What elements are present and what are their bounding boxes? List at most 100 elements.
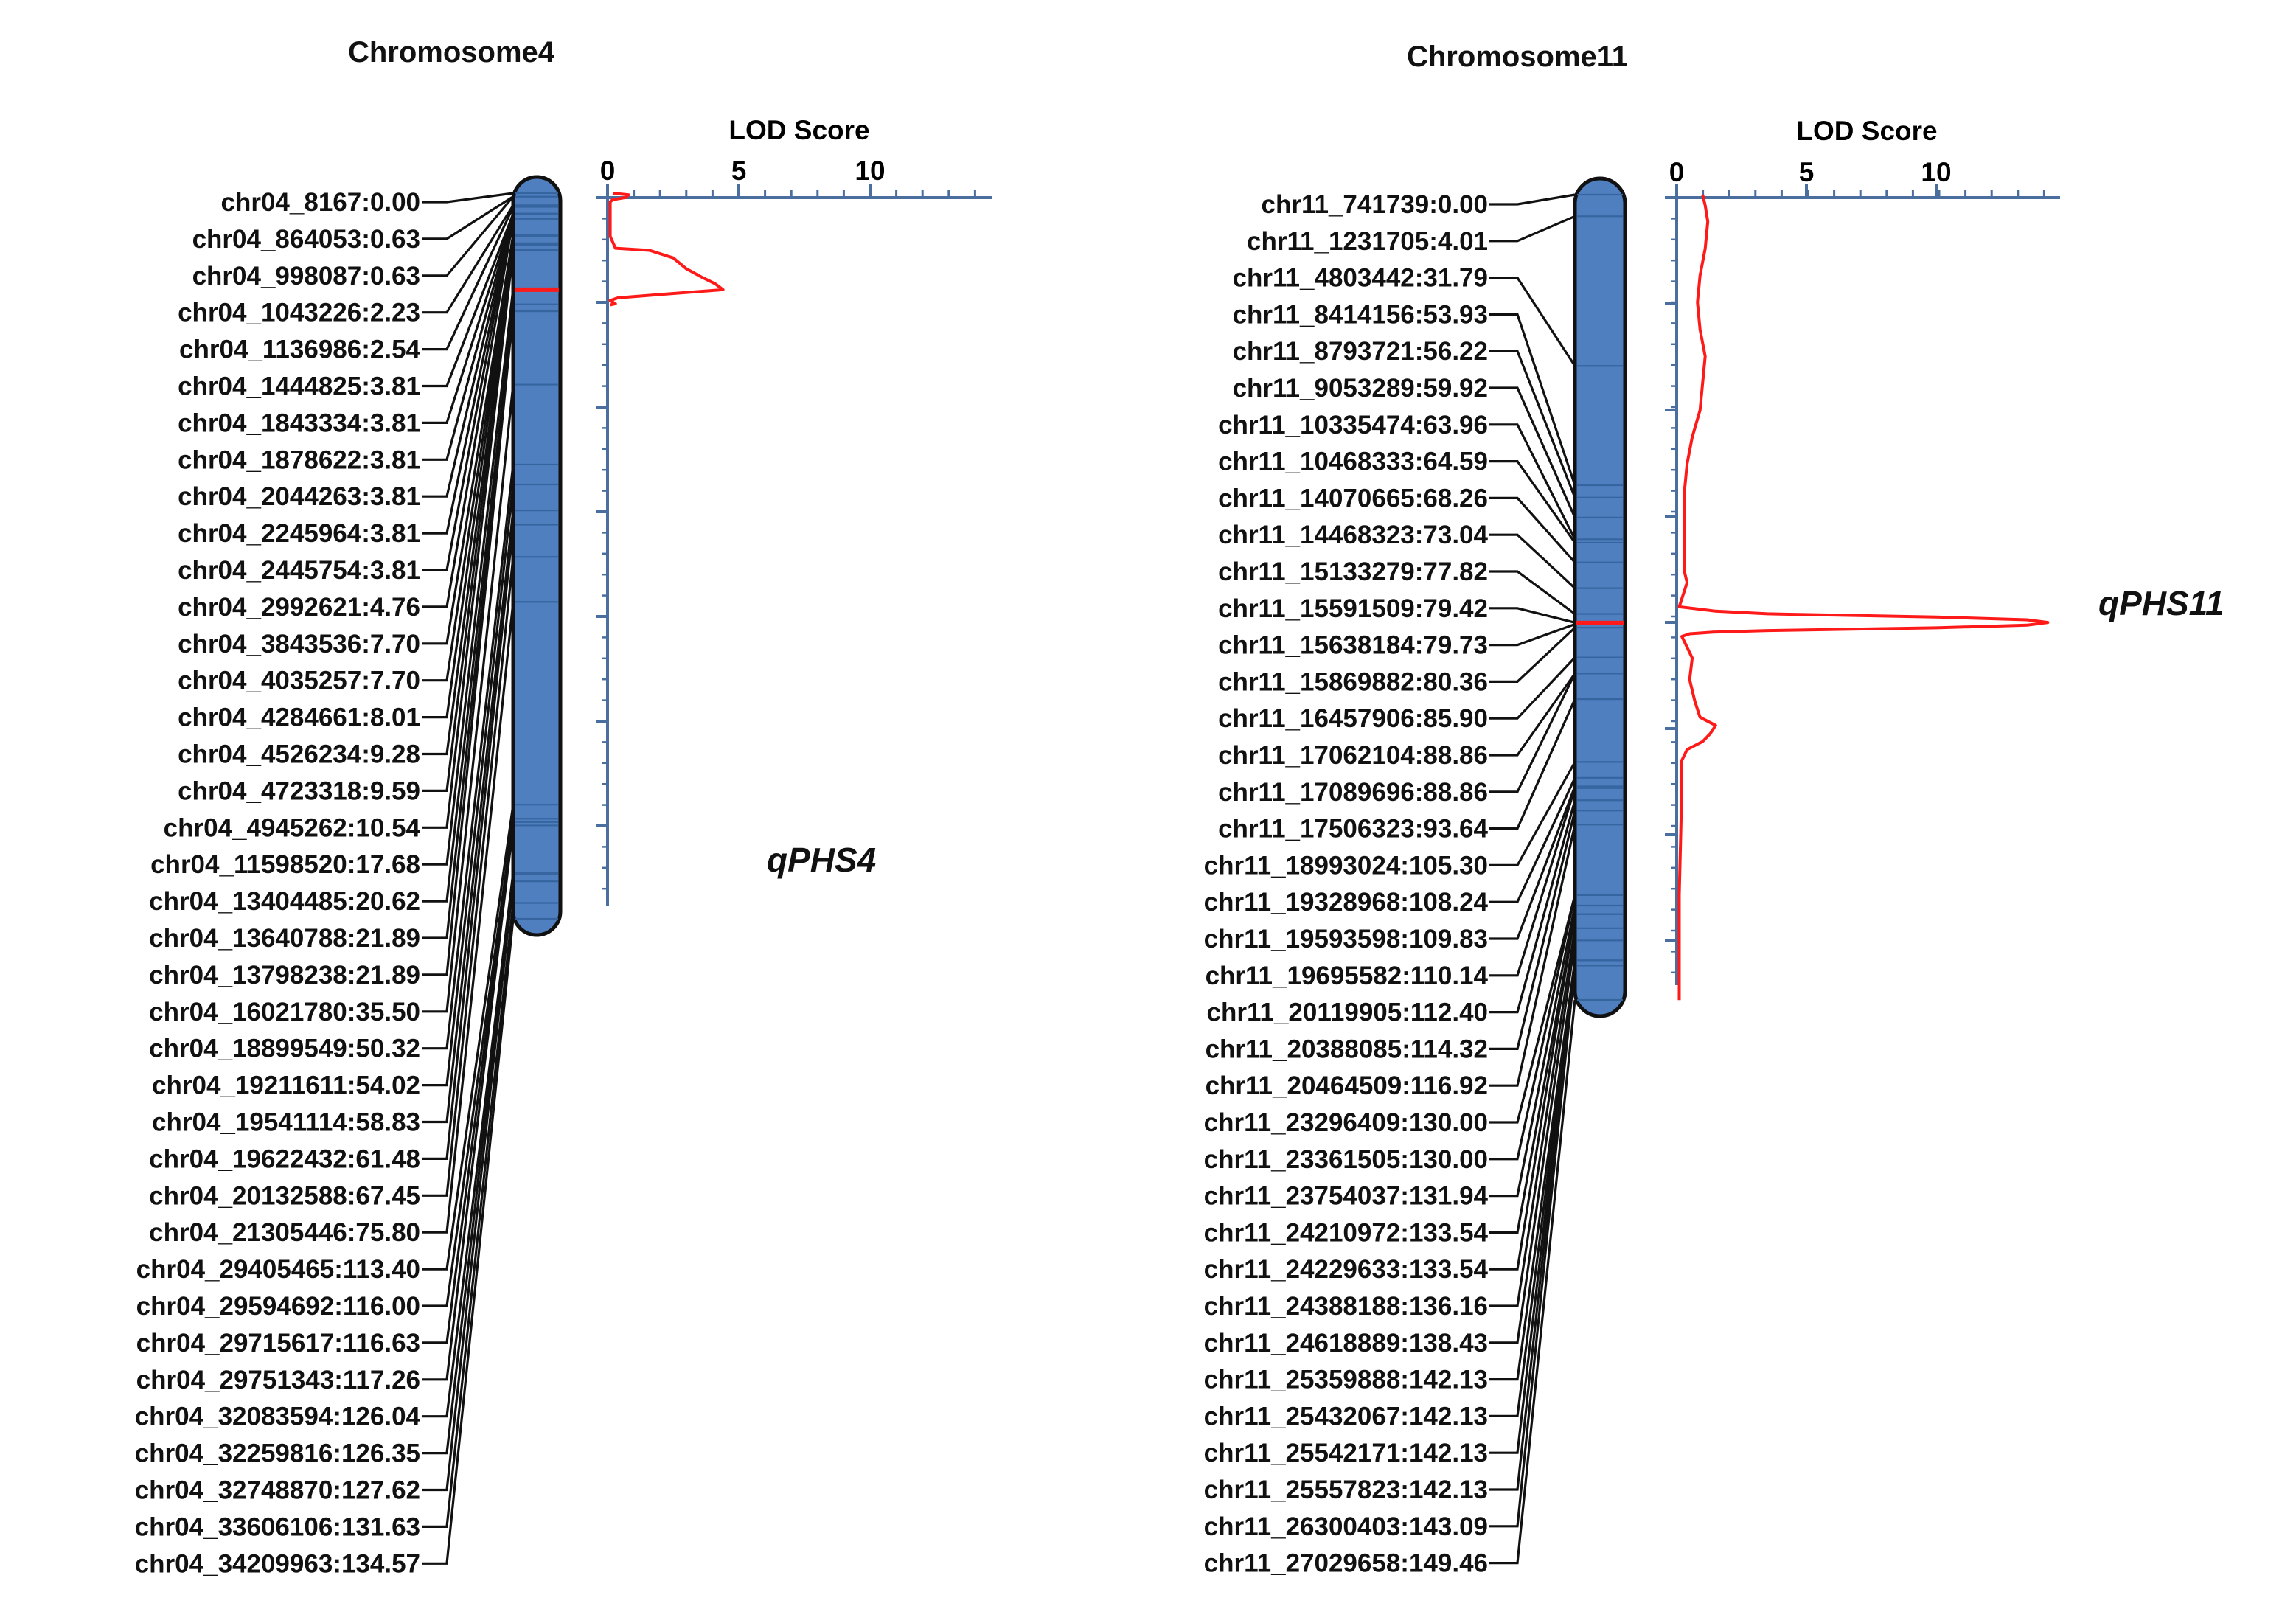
- marker-connector: [422, 310, 515, 976]
- marker-label: chr11_17506323:93.64: [1218, 815, 1488, 844]
- panel-chromosome11: Chromosome11 LOD Score 0 5 10 chr11_7417…: [1204, 41, 2224, 1578]
- marker-connector: [1489, 623, 1576, 647]
- marker-label: chr11_25359888:142.13: [1204, 1366, 1488, 1394]
- marker-label: chr04_16021780:35.50: [149, 998, 420, 1026]
- marker-connector: [1489, 914, 1576, 1271]
- lod-curve: [1677, 194, 2050, 1001]
- marker-label: chr11_25432067:142.13: [1204, 1402, 1488, 1431]
- marker-connector: [422, 213, 515, 461]
- marker-label: chr04_4526234:9.28: [178, 740, 420, 769]
- marker-connector: [1489, 277, 1576, 367]
- marker-label: chr11_18993024:105.30: [1204, 851, 1488, 880]
- marker-connector: [1489, 799, 1576, 1014]
- marker-label: chr11_23754037:131.94: [1204, 1182, 1489, 1211]
- marker-label: chr11_1231705:4.01: [1247, 227, 1488, 256]
- marker-label: chr04_2044263:3.81: [178, 482, 420, 511]
- marker-label: chr04_8167:0.00: [221, 188, 421, 217]
- marker-label: chr11_20388085:114.32: [1206, 1035, 1488, 1063]
- marker-label: chr11_24388188:136.16: [1204, 1292, 1488, 1321]
- chromosome11-lod-axis-title: LOD Score: [1796, 116, 1937, 146]
- marker-label: chr11_8414156:53.93: [1233, 300, 1488, 329]
- marker-label: chr04_32083594:126.04: [135, 1403, 421, 1431]
- marker-connector: [422, 195, 515, 277]
- marker-label: chr11_14468323:73.04: [1218, 521, 1488, 549]
- marker-connector: [422, 524, 515, 1161]
- marker-connector: [1489, 313, 1576, 486]
- chromosome11-lod-tick-0: 0: [1669, 157, 1685, 187]
- marker-connector: [422, 918, 515, 1565]
- marker-connector: [422, 602, 515, 1234]
- marker-label: chr11_24618889:138.43: [1204, 1329, 1488, 1358]
- marker-label: chr04_13798238:21.89: [149, 961, 420, 990]
- chromosome-body: [1573, 176, 1627, 1018]
- chromosome4-lod-tick-5: 5: [731, 156, 747, 186]
- chromosome4-marker-labels: chr04_8167:0.00chr04_864053:0.63chr04_99…: [135, 188, 421, 1578]
- marker-label: chr11_23361505:130.00: [1204, 1145, 1488, 1174]
- marker-connector: [1489, 761, 1576, 867]
- marker-label: chr04_13640788:21.89: [149, 924, 420, 953]
- marker-label: chr11_25542171:142.13: [1204, 1439, 1488, 1467]
- marker-connector: [1489, 905, 1576, 1198]
- chromosome11-title: Chromosome11: [1407, 41, 1628, 73]
- chromosome4-lod-plot: [596, 184, 992, 906]
- marker-connector: [422, 249, 515, 829]
- marker-connector: [422, 304, 515, 903]
- chromosome4-lod-tick-0: 0: [600, 156, 616, 186]
- marker-connector: [422, 464, 515, 1050]
- marker-connector: [422, 484, 515, 1087]
- marker-connector: [1489, 785, 1576, 940]
- chromosome11-marker-connectors: [1489, 193, 1576, 1565]
- marker-label: chr11_20464509:116.92: [1206, 1071, 1488, 1100]
- marker-label: chr04_1878622:3.81: [178, 445, 420, 474]
- qtl-label-qphs11: qPHS11: [2098, 584, 2224, 622]
- chromosome4-lod-axis-title: LOD Score: [728, 115, 869, 145]
- marker-label: chr04_1043226:2.23: [178, 299, 420, 327]
- marker-label: chr04_21305446:75.80: [149, 1218, 420, 1247]
- marker-connector: [1489, 459, 1576, 543]
- marker-connector: [422, 218, 515, 608]
- marker-label: chr11_15638184:79.73: [1218, 631, 1488, 660]
- marker-label: chr04_32748870:127.62: [135, 1476, 420, 1505]
- marker-label: chr11_741739:0.00: [1262, 190, 1489, 219]
- marker-label: chr04_29751343:117.26: [136, 1366, 420, 1394]
- marker-label: chr04_13404485:20.62: [149, 887, 420, 916]
- marker-connector: [1489, 607, 1576, 624]
- marker-label: chr04_4945262:10.54: [164, 813, 421, 842]
- marker-label: chr11_15869882:80.36: [1218, 667, 1488, 696]
- marker-label: chr04_34209963:134.57: [135, 1549, 420, 1578]
- marker-connector: [422, 234, 515, 682]
- lod-curve: [608, 192, 725, 307]
- marker-connector: [422, 243, 515, 756]
- marker-connector: [422, 881, 515, 1492]
- marker-connector: [422, 204, 515, 314]
- marker-connector: [1489, 386, 1576, 518]
- marker-connector: [422, 288, 515, 866]
- marker-label: chr04_4284661:8.01: [178, 703, 420, 732]
- marker-label: chr11_8793721:56.22: [1233, 337, 1488, 366]
- marker-connector: [1489, 656, 1576, 720]
- marker-label: chr11_17089696:88.86: [1218, 778, 1488, 807]
- marker-connector: [1489, 940, 1576, 1344]
- marker-connector: [1489, 960, 1576, 1491]
- marker-connector: [422, 874, 515, 1455]
- marker-label: chr04_20132588:67.45: [149, 1181, 420, 1210]
- marker-label: chr11_15133279:77.82: [1218, 557, 1488, 586]
- marker-label: chr11_4803442:31.79: [1233, 264, 1488, 293]
- marker-connector: [1489, 999, 1576, 1565]
- marker-connector: [422, 195, 514, 240]
- marker-label: chr11_10335474:63.96: [1218, 411, 1488, 439]
- marker-label: chr11_16457906:85.90: [1218, 704, 1488, 733]
- marker-label: chr04_11598520:17.68: [150, 850, 420, 879]
- chromosome4-lod-tick-10: 10: [855, 156, 885, 186]
- chromosome4-bar: [511, 175, 563, 937]
- marker-connector: [422, 310, 515, 939]
- marker-label: chr04_3843536:7.70: [178, 630, 420, 658]
- marker-connector: [1489, 423, 1576, 541]
- marker-label: chr11_9053289:59.92: [1233, 374, 1488, 403]
- marker-label: chr04_2992621:4.76: [178, 593, 420, 622]
- marker-connector: [422, 213, 515, 425]
- marker-label: chr04_29715617:116.63: [136, 1329, 420, 1358]
- marker-connector: [1489, 928, 1576, 1307]
- marker-label: chr11_17062104:88.86: [1218, 741, 1488, 770]
